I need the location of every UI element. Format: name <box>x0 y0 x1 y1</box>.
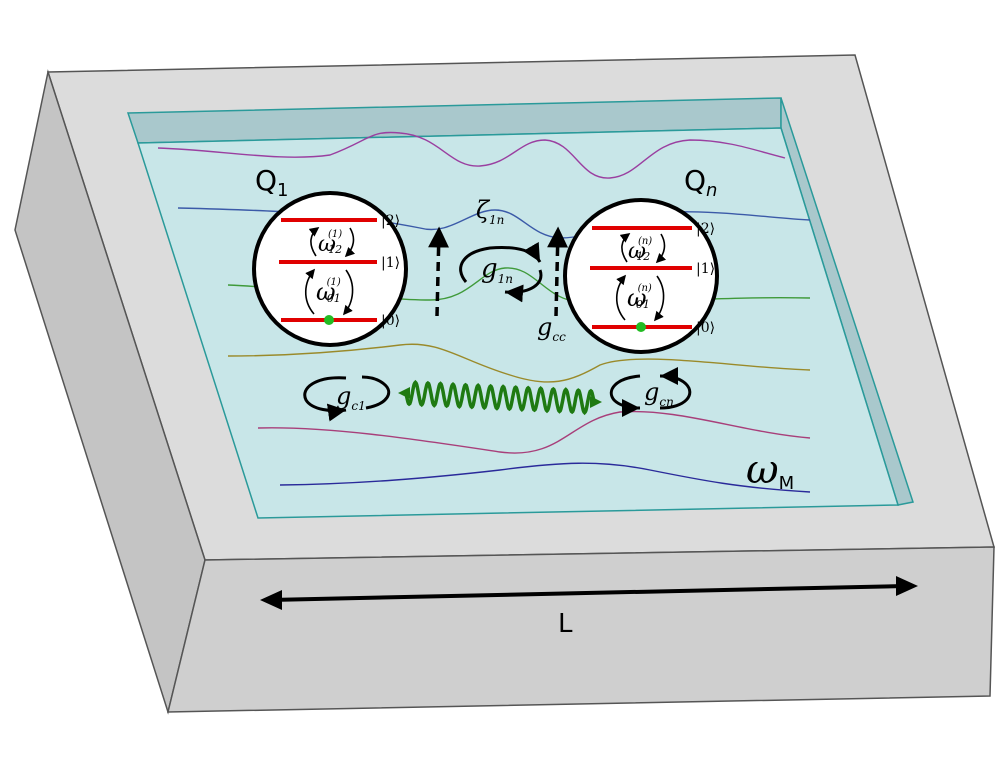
qn-w01-arrow-down <box>653 275 665 322</box>
gc1-label: gc1 <box>336 382 366 413</box>
qn-level-0-label: |0⟩ <box>696 320 715 336</box>
q1-w01-arrow-down <box>342 269 354 316</box>
g1n-label: g1n <box>481 254 513 286</box>
photon-wiggle-head-right <box>590 396 602 408</box>
photon-wiggle-arrow <box>404 379 596 416</box>
gcn-label: gcn <box>644 378 674 409</box>
wave-4 <box>227 343 811 383</box>
photon-wiggle-head-left <box>398 387 410 399</box>
qubit-q1: |2⟩ |1⟩ |0⟩ ω(1)12 ω(1)01 Q1 <box>252 164 408 347</box>
length-arrow-head-left <box>260 590 282 610</box>
qn-name: Qn <box>684 164 717 201</box>
qn-state-dot <box>636 322 646 332</box>
length-label: L <box>558 609 573 639</box>
gcc-label: gcc <box>537 313 566 344</box>
box-front-face <box>167 546 995 713</box>
q1-w12-label: ω(1)12 <box>318 229 342 257</box>
fluid-surface <box>136 127 900 519</box>
qn-w12-arrow-down <box>655 233 667 264</box>
wave-5 <box>257 410 811 454</box>
mode-label: ωM <box>746 447 794 494</box>
q1-level-0-label: |0⟩ <box>381 313 400 329</box>
length-arrow-head-right <box>896 576 918 596</box>
length-arrow <box>269 584 906 602</box>
g1n-loop-bottom <box>504 269 543 303</box>
q1-w01-arrow-up <box>304 268 316 315</box>
zeta-label: ζ1n <box>476 196 504 227</box>
qn-w01-label: ω(n)01 <box>627 283 652 312</box>
gcn-loop-left <box>609 374 641 417</box>
qn-w12-arrow-up <box>619 233 631 263</box>
gcn-loop-right <box>659 367 692 410</box>
q1-w12-arrow-up <box>308 227 320 257</box>
q1-level-1-label: |1⟩ <box>381 255 400 271</box>
q1-w01-label: ω(1)01 <box>316 277 341 306</box>
wave-6 <box>279 462 811 493</box>
qubit-qn-circle <box>563 198 719 354</box>
qn-w12-label: ω(n)12 <box>628 236 652 264</box>
qn-level-2-label: |2⟩ <box>696 221 715 237</box>
q1-state-dot <box>324 315 334 325</box>
gc1-loop-right <box>361 375 390 410</box>
gc1-loop-left <box>303 376 347 422</box>
qubit-qn: |2⟩ |1⟩ |0⟩ ω(n)12 ω(n)01 Qn <box>563 164 719 354</box>
qubit-q1-circle <box>252 191 408 347</box>
q1-level-2-label: |2⟩ <box>381 213 400 229</box>
g1n-loop-top <box>459 241 542 283</box>
q1-w12-arrow-down <box>344 227 356 258</box>
wave-1 <box>157 131 786 179</box>
qn-w01-arrow-up <box>615 274 627 321</box>
qn-level-1-label: |1⟩ <box>696 261 715 277</box>
mode-waves <box>157 131 811 493</box>
q1-name: Q1 <box>255 164 289 201</box>
